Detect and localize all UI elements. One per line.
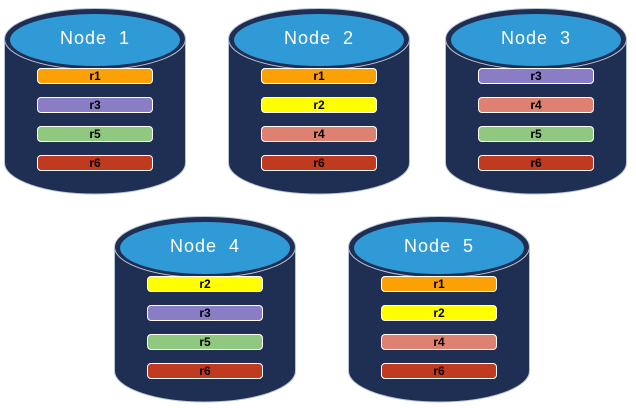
replica-bar-list: r1 r3 r5 r6 — [37, 68, 153, 184]
replica-label: r6 — [530, 156, 542, 170]
replica-bar-list: r3 r4 r5 r6 — [478, 68, 594, 184]
replica-label: r5 — [199, 335, 211, 349]
replica-label: r2 — [433, 306, 445, 320]
database-node-1: Node 1 r1 r3 r5 r6 — [4, 8, 186, 196]
replica-label: r6 — [199, 364, 211, 378]
node-title: Node 3 — [500, 28, 572, 48]
replica-bar: r2 — [147, 276, 263, 292]
node-title: Node 2 — [283, 28, 355, 48]
replica-bar: r2 — [381, 305, 497, 321]
node-title: Node 4 — [169, 236, 241, 256]
replica-bar: r2 — [261, 97, 377, 113]
replica-bar-list: r1 r2 r4 r6 — [261, 68, 377, 184]
replica-bar: r3 — [478, 68, 594, 84]
database-node-2: Node 2 r1 r2 r4 r6 — [228, 8, 410, 196]
replica-label: r3 — [530, 69, 542, 83]
replica-bar: r5 — [147, 334, 263, 350]
replica-label: r4 — [433, 335, 445, 349]
replica-bar: r5 — [37, 126, 153, 142]
replica-bar: r5 — [478, 126, 594, 142]
node-title: Node 1 — [59, 28, 131, 48]
replica-bar-list: r2 r3 r5 r6 — [147, 276, 263, 392]
replica-bar: r4 — [478, 97, 594, 113]
replica-label: r3 — [199, 306, 211, 320]
replica-bar: r6 — [381, 363, 497, 379]
database-node-3: Node 3 r3 r4 r5 r6 — [445, 8, 627, 196]
replica-bar: r6 — [37, 155, 153, 171]
replica-label: r6 — [433, 364, 445, 378]
replica-label: r2 — [199, 277, 211, 291]
replica-bar: r4 — [381, 334, 497, 350]
replica-label: r5 — [89, 127, 101, 141]
replica-label: r4 — [530, 98, 542, 112]
replica-label: r1 — [433, 277, 445, 291]
database-node-5: Node 5 r1 r2 r4 r6 — [348, 216, 530, 404]
replica-label: r1 — [89, 69, 101, 83]
replica-bar: r1 — [261, 68, 377, 84]
replica-bar: r1 — [381, 276, 497, 292]
replica-bar: r3 — [37, 97, 153, 113]
replica-label: r5 — [530, 127, 542, 141]
node-title: Node 5 — [403, 236, 475, 256]
replica-label: r2 — [313, 98, 325, 112]
replica-label: r4 — [313, 127, 325, 141]
replica-bar: r6 — [261, 155, 377, 171]
replica-label: r1 — [313, 69, 325, 83]
replica-bar-list: r1 r2 r4 r6 — [381, 276, 497, 392]
replica-label: r3 — [89, 98, 101, 112]
replica-bar: r6 — [478, 155, 594, 171]
replica-label: r6 — [313, 156, 325, 170]
replica-bar: r3 — [147, 305, 263, 321]
replica-label: r6 — [89, 156, 101, 170]
replica-bar: r6 — [147, 363, 263, 379]
replica-bar: r4 — [261, 126, 377, 142]
database-node-4: Node 4 r2 r3 r5 r6 — [114, 216, 296, 404]
replica-bar: r1 — [37, 68, 153, 84]
